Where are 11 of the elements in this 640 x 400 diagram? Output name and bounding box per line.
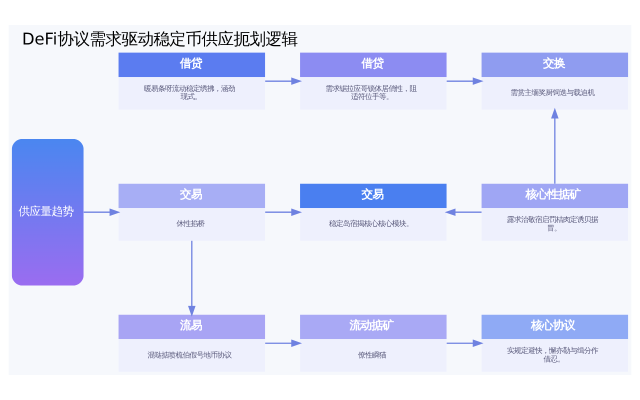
arrow	[84, 208, 120, 216]
arrow	[188, 240, 196, 317]
node-box: 供应量趋势	[12, 138, 84, 286]
diagram-title: DeFi协议需求驱动稳定币供应扼划逻辑	[22, 30, 298, 49]
arrow	[265, 77, 302, 85]
arrow	[446, 77, 484, 85]
arrow	[265, 339, 302, 348]
arrow	[446, 339, 484, 348]
arrow	[444, 208, 482, 216]
arrow	[551, 108, 559, 184]
arrow	[265, 208, 302, 216]
